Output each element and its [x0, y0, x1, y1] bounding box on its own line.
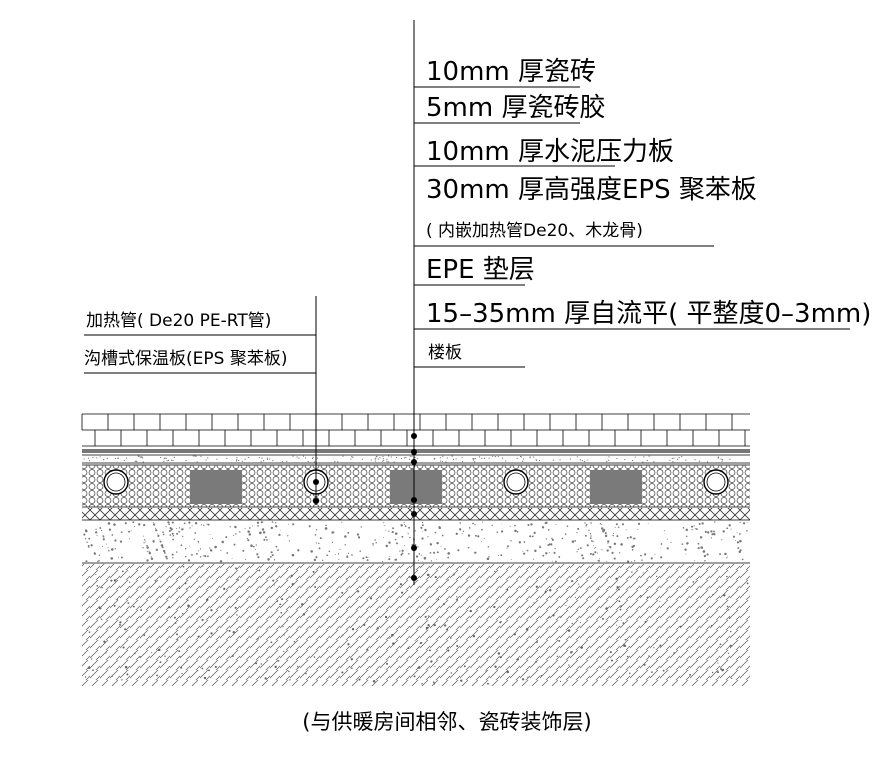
layer-label-epe: EPE 垫层 [414, 255, 535, 286]
layer-label-cement-board: 10mm 厚水泥压力板 [414, 137, 674, 167]
diagram-caption: (与供暖房间相邻、瓷砖装饰层) [302, 710, 591, 734]
layer-label-eps-note: ( 内嵌加热管De20、木龙骨) [414, 221, 714, 247]
wood-batten [590, 470, 642, 504]
layer-label-text: 30mm 厚高强度EPS 聚苯板 [426, 175, 757, 205]
layer-label-self-levelling: 15–35mm 厚自流平( 平整度0–3mm) [414, 299, 871, 330]
floor-section [81, 413, 750, 686]
heating-pipe [703, 469, 729, 495]
left-leader: 加热管( De20 PE-RT管) 沟槽式保温板(EPS 聚苯板) [84, 296, 319, 505]
wood-batten [190, 470, 242, 504]
layer-label-eps: 30mm 厚高强度EPS 聚苯板 [426, 175, 757, 205]
layer-label-text: ( 内嵌加热管De20、木龙骨) [426, 221, 643, 241]
heating-pipe [103, 469, 129, 495]
floor-slab-layer [82, 564, 750, 686]
tile-layer [81, 413, 750, 447]
insulation-board-label: 沟槽式保温板(EPS 聚苯板) [84, 349, 287, 369]
layer-label-text: 15–35mm 厚自流平( 平整度0–3mm) [426, 299, 871, 329]
layer-label-slab: 楼板 [414, 343, 525, 368]
layer-label-text: EPE 垫层 [426, 255, 535, 285]
layer-label-text: 10mm 厚瓷砖 [426, 57, 596, 87]
layer-label-adhesive: 5mm 厚瓷砖胶 [414, 93, 605, 124]
layer-label-list: 10mm 厚瓷砖 5mm 厚瓷砖胶 10mm 厚水泥压力板 30mm 厚高强度E… [414, 57, 871, 368]
heating-pipe [503, 469, 529, 495]
right-leader [411, 20, 417, 585]
layer-label-text: 10mm 厚水泥压力板 [426, 137, 674, 167]
layer-label-text: 楼板 [428, 343, 462, 363]
self-levelling-layer [82, 521, 750, 564]
layer-label-tile: 10mm 厚瓷砖 [414, 57, 596, 88]
layer-label-text: 5mm 厚瓷砖胶 [426, 93, 605, 123]
pipe-label: 加热管( De20 PE-RT管) [86, 311, 271, 331]
